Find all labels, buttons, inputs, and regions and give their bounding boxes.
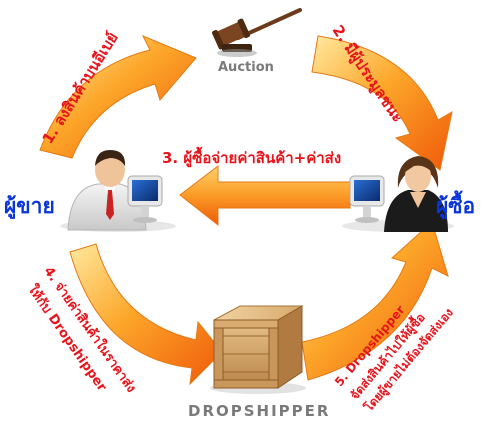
step3-label: 3. ผู้ซื้อจ่ายค่าสินค้า+ค่าส่ง — [162, 149, 342, 167]
buyer-label: ผู้ซื้อ — [436, 194, 476, 218]
male-person-computer-icon — [60, 150, 176, 232]
arrow-step3 — [179, 164, 351, 227]
arrow-step2 — [311, 35, 453, 171]
arrow-step4 — [69, 243, 223, 386]
arrow-step1 — [39, 35, 197, 159]
seller-label: ผู้ขาย — [4, 194, 55, 218]
gavel-icon — [212, 8, 302, 57]
wooden-crate-icon — [210, 305, 306, 394]
female-person-computer-icon — [342, 156, 454, 232]
arrow-step5 — [301, 221, 449, 381]
auction-label: Auction — [218, 60, 274, 75]
dropshipper-label: DROPSHIPPER — [188, 402, 331, 420]
